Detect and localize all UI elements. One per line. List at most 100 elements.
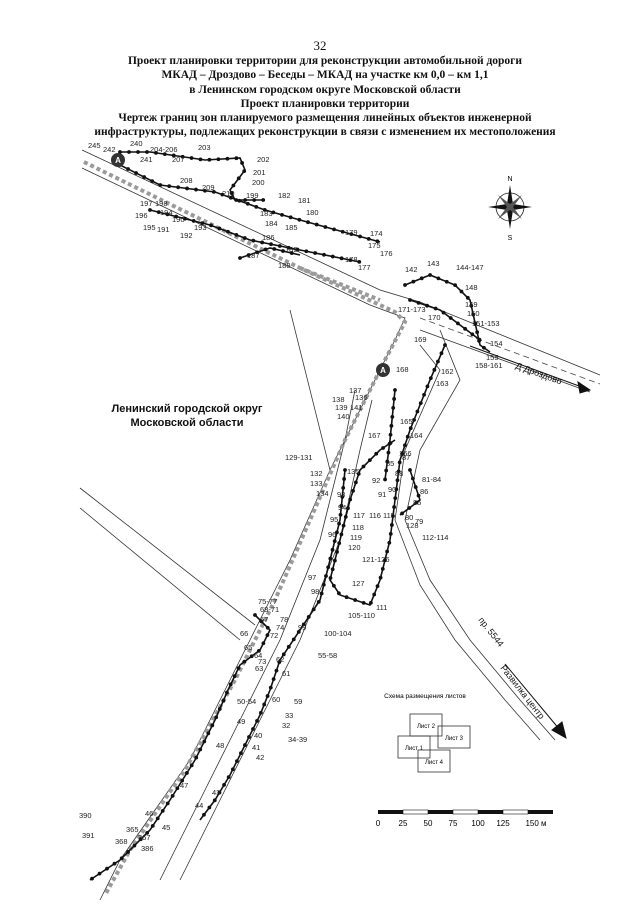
- sheet-label: Лист 4: [425, 760, 444, 766]
- utility-point: [389, 423, 394, 428]
- utility-point: [428, 376, 433, 380]
- utility-point: [368, 600, 373, 605]
- point-label: 43: [212, 788, 220, 797]
- utility-point: [253, 613, 257, 617]
- point-label: 49: [237, 717, 245, 726]
- marker-a-top: A: [111, 153, 125, 167]
- utility-point: [296, 629, 301, 634]
- utility-point: [127, 150, 131, 154]
- utility-point: [436, 359, 440, 364]
- utility-point: [212, 798, 217, 803]
- utility-point: [295, 247, 300, 252]
- point-label: 62: [276, 655, 284, 664]
- point-label: 127: [352, 579, 365, 588]
- point-label: 188: [278, 261, 291, 270]
- utility-point: [274, 668, 279, 673]
- utility-point: [234, 156, 239, 161]
- utility-point: [433, 306, 438, 311]
- utility-point: [304, 249, 309, 254]
- utility-point: [443, 343, 447, 347]
- point-label: 65: [244, 643, 252, 652]
- point-label: 141: [350, 403, 363, 412]
- utility-point: [225, 690, 229, 695]
- utility-point: [361, 600, 366, 605]
- point-label: 94: [338, 503, 346, 512]
- point-label: 72: [270, 631, 278, 640]
- utility-point: [425, 384, 430, 389]
- utility-point: [237, 198, 242, 203]
- utility-point: [145, 150, 149, 154]
- utility-point: [408, 468, 412, 472]
- point-label: 191: [157, 225, 170, 234]
- utility-point: [392, 505, 397, 509]
- point-label: 140: [337, 412, 350, 421]
- utility-point: [323, 225, 328, 229]
- point-label: 175: [368, 241, 381, 250]
- point-label: 32: [282, 721, 290, 730]
- utility-point: [268, 685, 273, 690]
- compass-south: S: [508, 235, 513, 242]
- page-number: 32: [313, 38, 327, 53]
- utility-point: [395, 478, 400, 483]
- utility-point: [206, 731, 211, 736]
- utility-point: [198, 157, 203, 162]
- utility-point: [262, 207, 267, 212]
- point-label: 34-39: [288, 735, 307, 744]
- utility-point: [463, 326, 468, 331]
- scale-tick-label: 150 м: [525, 819, 546, 828]
- point-label: 96: [328, 530, 336, 539]
- utility-point: [185, 771, 189, 775]
- utility-point: [339, 256, 344, 261]
- utility-point: [165, 801, 170, 806]
- point-label: 143: [427, 259, 440, 268]
- document-header: Проект планировки территории для реконст…: [60, 54, 590, 140]
- utility-point: [330, 567, 335, 572]
- utility-point: [262, 702, 267, 707]
- utility-point: [367, 458, 372, 463]
- utility-point: [189, 763, 194, 768]
- point-label: 64: [254, 651, 262, 660]
- utility-point: [138, 837, 143, 842]
- utility-point: [225, 156, 230, 161]
- sheet-label: Лист 3: [445, 736, 464, 742]
- utility-point: [277, 660, 282, 664]
- point-label: 198: [155, 199, 168, 208]
- point-label: 151-153: [472, 319, 500, 328]
- utility-point: [418, 401, 423, 406]
- point-label: 177: [358, 263, 371, 272]
- utility-point: [145, 830, 150, 835]
- utility-point: [280, 212, 284, 217]
- compass-north: N: [507, 176, 512, 183]
- utility-point: [180, 154, 185, 159]
- utility-point: [239, 751, 243, 756]
- utility-point: [324, 574, 328, 578]
- utility-point: [453, 283, 458, 288]
- utility-point: [243, 743, 247, 747]
- utility-point: [160, 809, 165, 813]
- road-label-drozdovo: Д Дроздово: [514, 360, 563, 386]
- utility-point: [319, 591, 324, 596]
- point-label: 97: [308, 573, 316, 582]
- utility-point: [339, 532, 344, 537]
- point-label: 59: [294, 697, 302, 706]
- utility-point: [392, 397, 397, 401]
- utility-point: [297, 217, 302, 222]
- utility-point: [136, 150, 140, 154]
- utility-point: [255, 719, 259, 723]
- point-label: 136: [355, 393, 368, 402]
- sheet-scheme-title: Схема размещения листов: [384, 693, 466, 700]
- utility-point: [156, 210, 161, 215]
- utility-point: [408, 426, 413, 431]
- point-label: 196: [135, 211, 148, 220]
- utility-point: [245, 201, 250, 206]
- utility-point: [142, 175, 147, 179]
- point-label: 163: [436, 379, 449, 388]
- utility-point: [242, 236, 247, 240]
- point-label: 142: [405, 265, 418, 274]
- point-label: 164: [410, 431, 423, 440]
- utility-point: [344, 595, 349, 600]
- utility-point: [459, 289, 464, 294]
- utility-point: [306, 220, 310, 225]
- point-label: 167: [368, 431, 381, 440]
